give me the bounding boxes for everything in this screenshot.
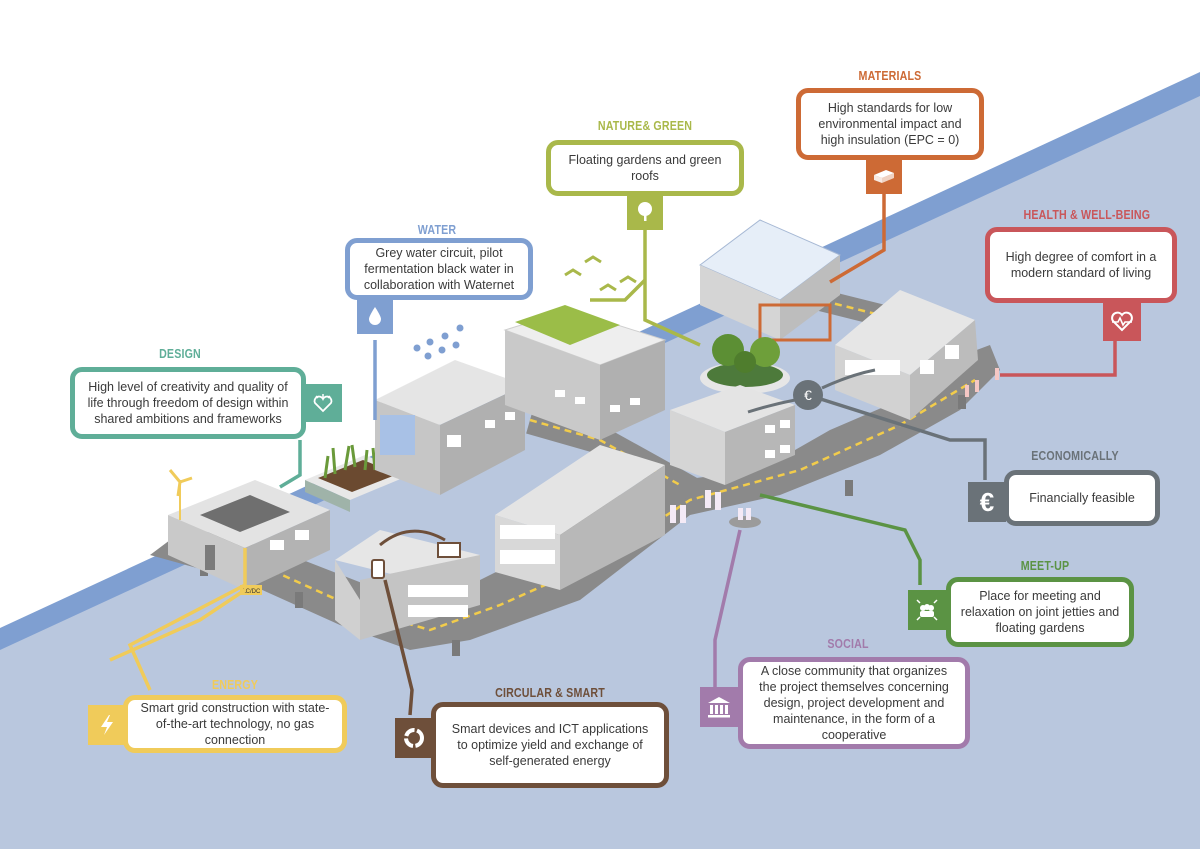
middle-house xyxy=(670,385,795,485)
callout-text: High standards for low environmental imp… xyxy=(796,88,984,160)
lightning-icon xyxy=(88,705,126,745)
group-icon xyxy=(908,590,946,630)
smart-house xyxy=(335,529,480,640)
callout-text: Grey water circuit, pilot fermentation b… xyxy=(345,238,533,300)
callout-text: Place for meeting and relaxation on join… xyxy=(946,577,1134,647)
tree-icon xyxy=(627,194,663,230)
callout-title: ECONOMICALLY xyxy=(1031,448,1119,463)
green-roof-house xyxy=(503,305,667,440)
block-house xyxy=(495,445,665,590)
callout-title: NATURE& GREEN xyxy=(597,118,693,133)
callout-text: High degree of comfort in a modern stand… xyxy=(985,227,1177,303)
callout-title: MATERIALS xyxy=(858,68,922,83)
callout-text: Floating gardens and green roofs xyxy=(546,140,744,196)
callout-text: Smart devices and ICT applications to op… xyxy=(431,702,669,788)
energy-house xyxy=(168,469,330,590)
callout-text: Smart grid construction with state-of-th… xyxy=(123,695,347,753)
callout-title: WATER xyxy=(417,222,457,237)
institution-icon xyxy=(700,687,738,727)
water-house xyxy=(375,360,525,495)
callout-title: SOCIAL xyxy=(827,636,869,651)
rain-drops xyxy=(413,324,464,360)
callout-text: Financially feasible xyxy=(1004,470,1160,526)
acdc-label: AC/DC xyxy=(242,589,261,595)
runners xyxy=(965,368,999,397)
callout-title: HEALTH & WELL-BEING xyxy=(1023,207,1151,222)
connector-lines xyxy=(109,185,1117,716)
water-drop-icon xyxy=(357,298,393,334)
acdc-box xyxy=(240,585,262,595)
callout-text: High level of creativity and quality of … xyxy=(70,367,306,439)
cycle-icon xyxy=(395,718,433,758)
gable-house-right xyxy=(835,290,978,420)
euro-icon: € xyxy=(968,482,1006,522)
callout-title: MEET-UP xyxy=(1020,558,1070,573)
brick-icon xyxy=(866,158,902,194)
people xyxy=(670,490,761,528)
tree-island xyxy=(700,334,790,394)
birds xyxy=(564,255,637,292)
heart-idea-icon xyxy=(304,384,342,422)
callout-title: DESIGN xyxy=(159,346,201,361)
glass-house xyxy=(699,219,841,342)
callout-text: A close community that organizes the pro… xyxy=(738,657,970,749)
callout-title: ENERGY xyxy=(211,677,258,692)
callout-title: CIRCULAR & SMART xyxy=(495,685,605,700)
heart-pulse-icon xyxy=(1103,301,1141,341)
